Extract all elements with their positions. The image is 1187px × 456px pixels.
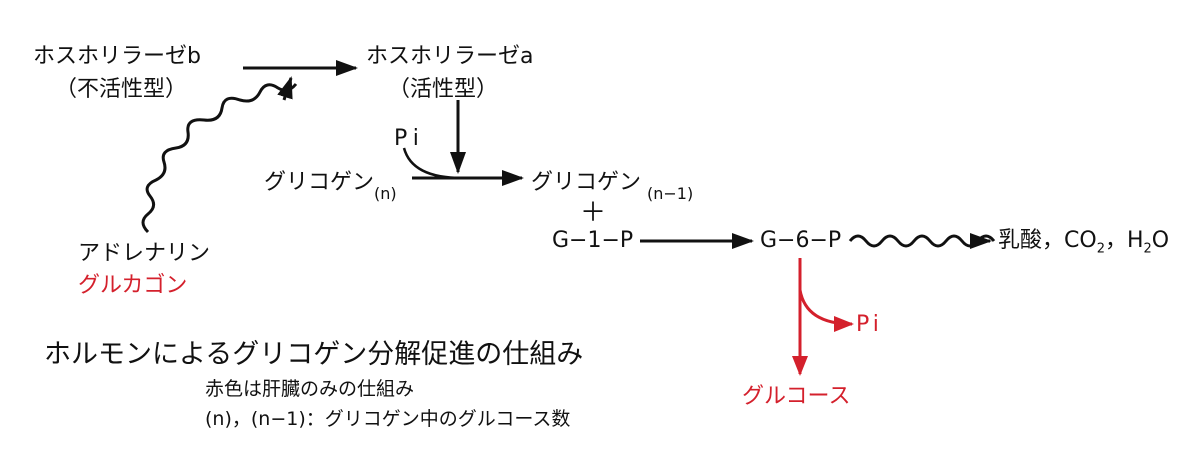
pi-output-label: Pi <box>856 312 883 337</box>
diagram-title: ホルモンによるグリコゲン分解促進の仕組み <box>44 339 584 370</box>
hormone-arrowhead-stem <box>277 76 293 101</box>
g6p-label: G−6−P <box>760 228 842 253</box>
glycogen-n-label: グリコゲン(n) <box>264 170 397 203</box>
pi-release-curve <box>798 289 854 332</box>
glucagon-label: グルカゴン <box>78 273 188 298</box>
hormone-signal-wavy-arrow <box>141 83 298 234</box>
products-label: 乳酸，CO2，H2O <box>998 228 1170 257</box>
glycogen-n-subscript: (n) <box>374 184 397 203</box>
g1p-label: G−1−P <box>552 228 634 253</box>
h2o-subscript: 2 <box>1143 241 1152 257</box>
phosphorylase-a-state: （活性型） <box>388 77 499 102</box>
phosphorylase-b-label: ホスホリラーゼb <box>33 44 201 69</box>
red-note: 赤色は肝臓のみの仕組み <box>205 378 415 400</box>
glycogen-n1-label: グリコゲン(n−1) <box>531 170 694 203</box>
phosphorylase-b-state: （不活性型） <box>55 77 188 102</box>
n-note: (n)，(n−1)：グリコゲン中のグルコース数 <box>205 408 571 430</box>
glucose-label: グルコース <box>742 384 851 409</box>
pi-input-label: Pi <box>394 126 425 151</box>
co2-subscript: 2 <box>1096 241 1105 257</box>
plus-sign: ＋ <box>580 198 607 228</box>
adrenaline-label: アドレナリン <box>78 241 211 266</box>
pi-input-curve <box>402 147 463 180</box>
phosphorylase-a-label: ホスホリラーゼa <box>366 44 534 69</box>
glycogen-n1-subscript: (n−1) <box>647 184 694 203</box>
